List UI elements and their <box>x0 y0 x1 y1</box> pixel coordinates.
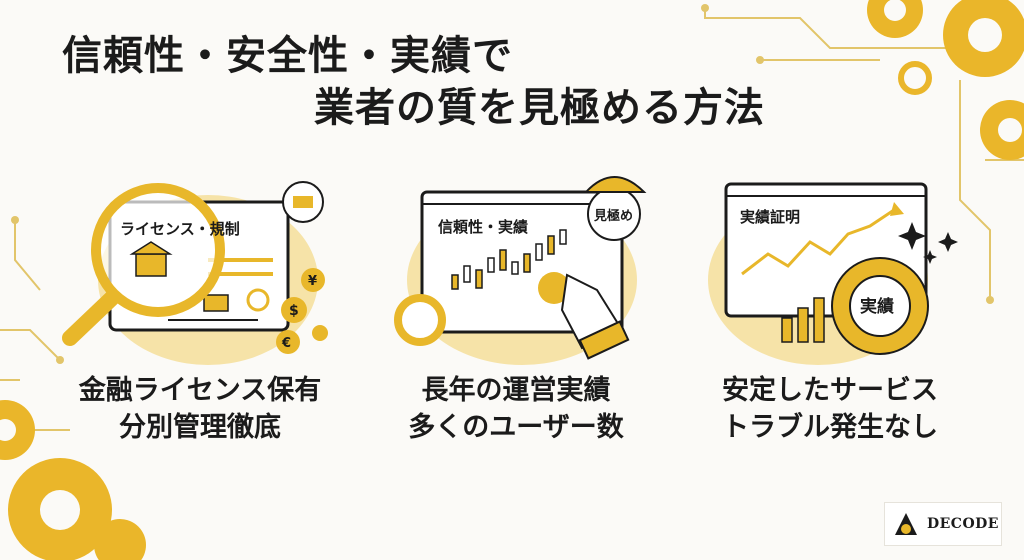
euro-symbol: € <box>281 336 291 351</box>
bank-icon <box>129 241 173 277</box>
caption-line: 多くのユーザー数 <box>408 412 624 443</box>
trading-chart-illustration: 信頼性・実績 見極め <box>394 176 647 365</box>
seal-icon <box>246 288 270 312</box>
wizard-icon <box>891 509 921 539</box>
license-illustration: ライセンス・規制 ¥ $ € <box>62 181 328 365</box>
gear-icon <box>538 272 570 304</box>
caption-line: 金融ライセンス保有 <box>78 375 322 406</box>
coin-icon <box>281 297 307 323</box>
achievement-illustration: 実績証明 実績 <box>708 182 958 365</box>
bank-icon <box>203 294 229 312</box>
card-label-reliability: 信頼性・実績 <box>438 218 528 236</box>
card-label-proof: 実績証明 <box>740 208 800 226</box>
gear-icon <box>394 294 446 346</box>
sparkle-icon <box>898 222 958 264</box>
caption-line: トラブル発生なし <box>722 412 938 443</box>
bar-chart-icon <box>781 297 825 343</box>
dollar-symbol: $ <box>289 303 299 319</box>
caption-reliability: 長年の運営実績 多くのユーザー数 <box>356 372 676 446</box>
yen-symbol: ¥ <box>308 274 317 289</box>
hard-hat-icon <box>583 176 647 193</box>
bank-icon <box>293 196 313 208</box>
caption-line: 分別管理徹底 <box>119 412 281 443</box>
coin-icon <box>276 330 300 354</box>
caption-achievement: 安定したサービス トラブル発生なし <box>670 372 990 446</box>
candlestick-chart <box>451 229 567 290</box>
caption-line: 長年の運営実績 <box>421 375 611 406</box>
growth-line <box>741 208 895 276</box>
title-line-1: 信頼性・安全性・実績で <box>62 33 513 79</box>
coin-icon <box>301 268 325 292</box>
badge-label-achievement: 実績 <box>860 296 894 317</box>
caption-line: 安定したサービス <box>722 375 938 406</box>
caption-license: 金融ライセンス保有 分別管理徹底 <box>40 372 360 446</box>
logo-text: DECODE <box>927 516 999 532</box>
decode-logo: DECODE <box>884 502 1002 546</box>
title-line-2: 業者の質を見極める方法 <box>314 85 765 131</box>
page-title: 信頼性・安全性・実績で 業者の質を見極める方法 <box>62 30 822 134</box>
badge-label-inspect: 見極め <box>593 208 633 224</box>
card-label-license: ライセンス・規制 <box>120 220 240 238</box>
